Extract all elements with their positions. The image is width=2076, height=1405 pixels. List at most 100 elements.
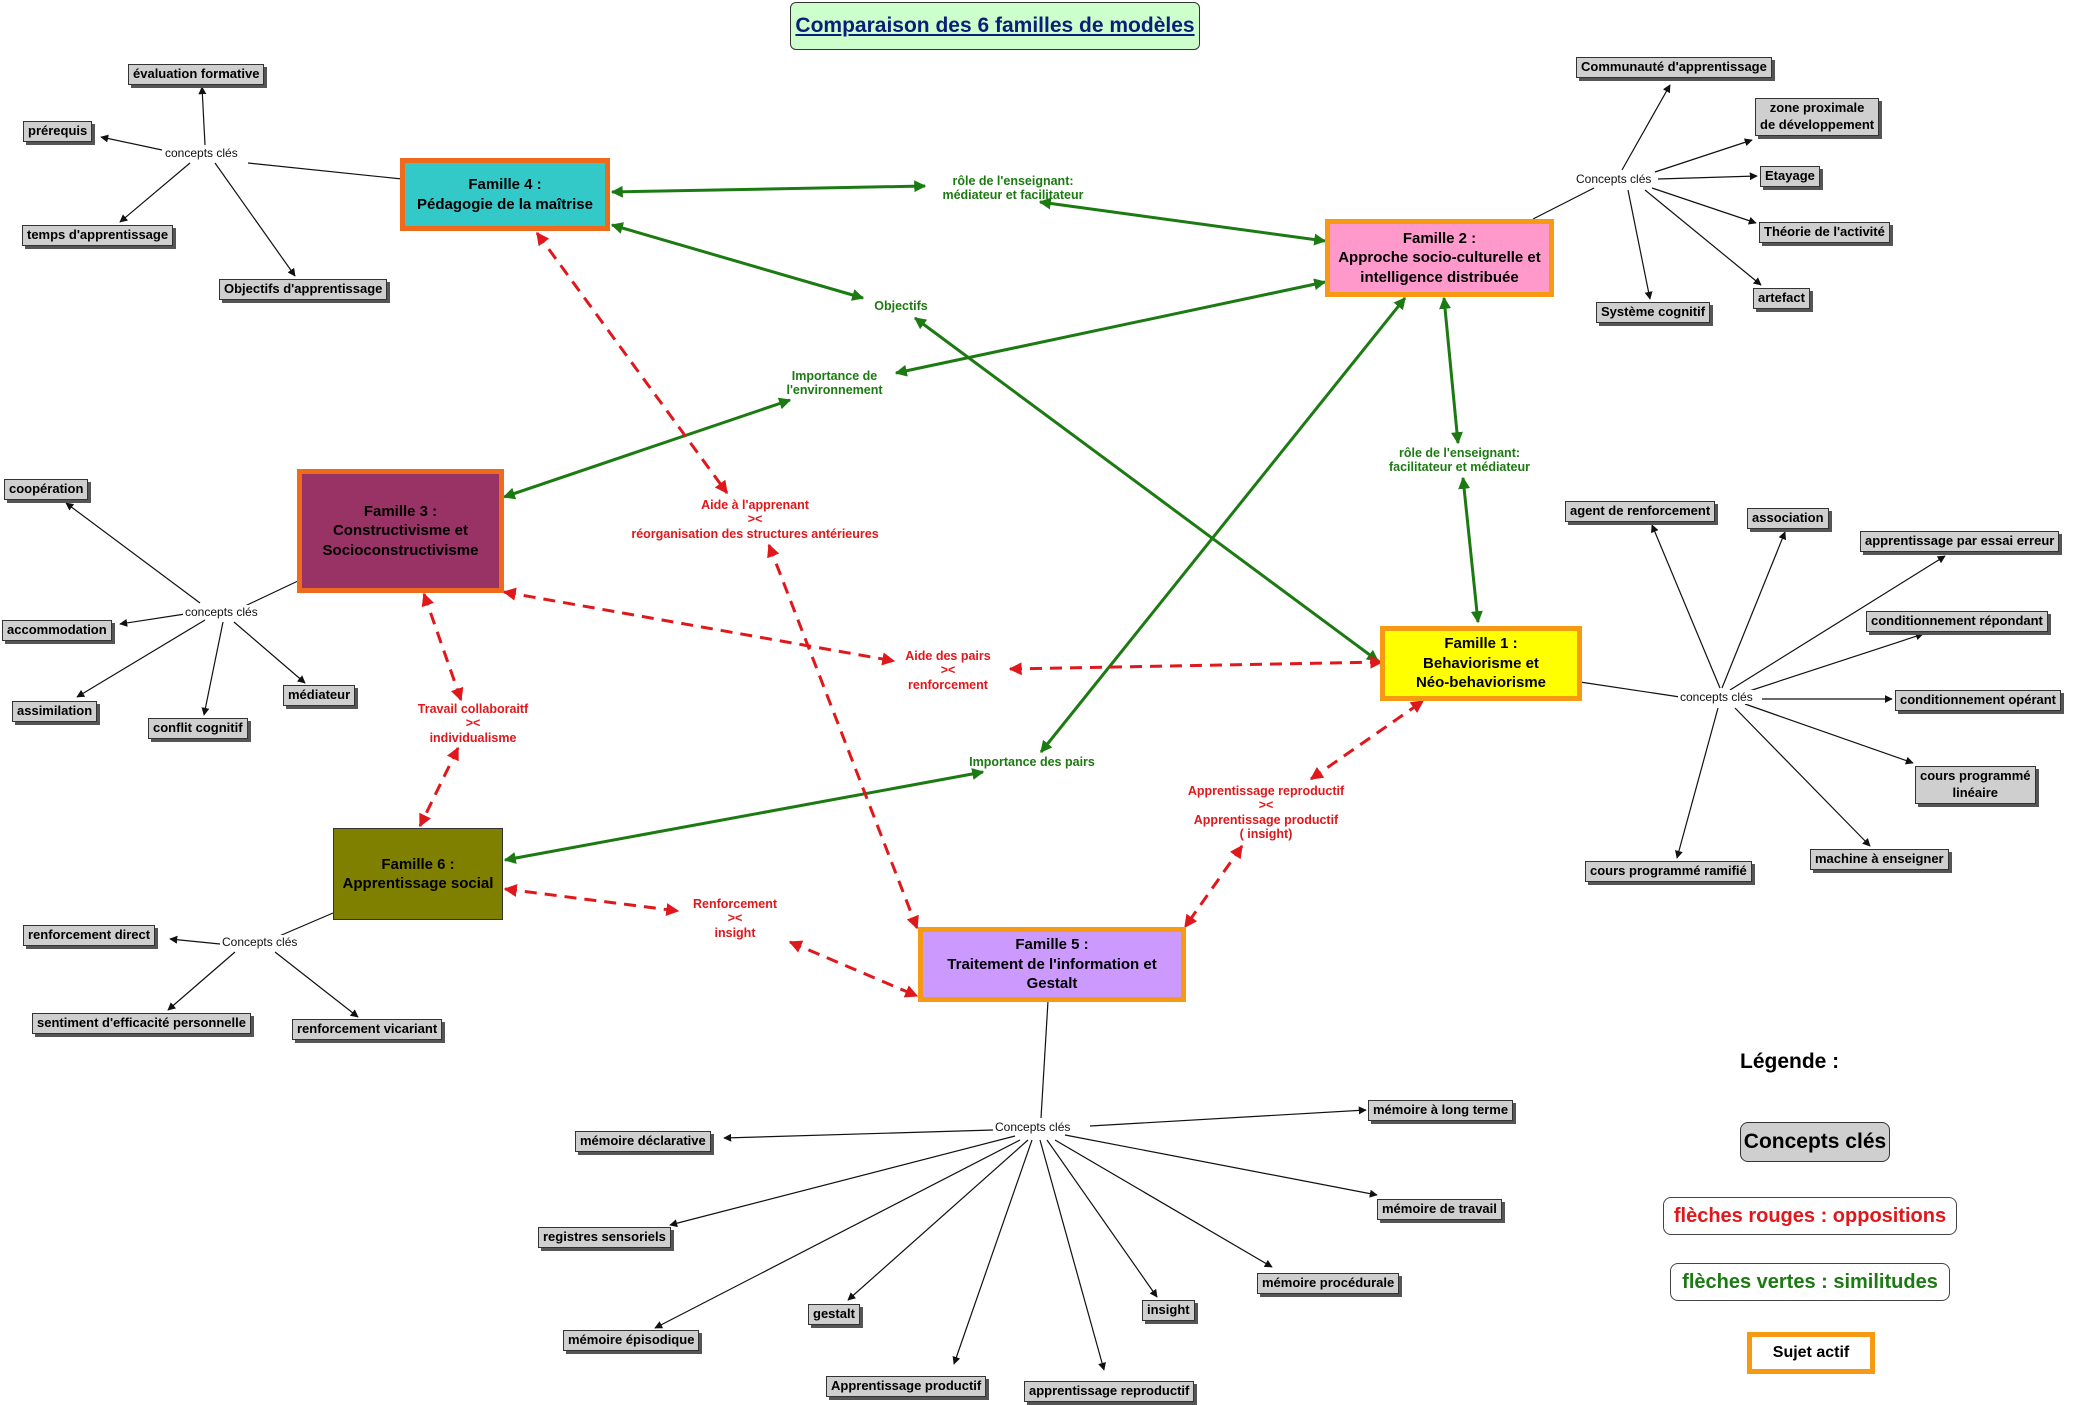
green-arrow bbox=[1439, 296, 1463, 445]
concept-temps-apprentissage[interactable]: temps d'apprentissage bbox=[22, 225, 174, 246]
concept-arrow bbox=[1039, 1139, 1106, 1371]
concept-evaluation-formative[interactable]: évaluation formative bbox=[128, 64, 265, 85]
concept-arrow bbox=[1064, 1134, 1378, 1198]
concept-memoire-episodique[interactable]: mémoire épisodique bbox=[563, 1330, 700, 1351]
legend-concepts: Concepts clés bbox=[1740, 1122, 1890, 1162]
concept-arrow bbox=[1621, 84, 1671, 171]
concept-arrow bbox=[654, 1139, 1021, 1329]
concept-arrow bbox=[201, 621, 224, 716]
concept-arrow bbox=[1657, 172, 1758, 181]
concept-arrow bbox=[1734, 707, 1871, 847]
concept-memoire-long-terme[interactable]: mémoire à long terme bbox=[1368, 1100, 1514, 1121]
concept-arrow bbox=[1089, 1106, 1367, 1127]
concept-cooperation[interactable]: coopération bbox=[4, 479, 89, 500]
concept-arrow bbox=[167, 951, 236, 1011]
concept-apprentissage-productif[interactable]: Apprentissage productif bbox=[826, 1376, 987, 1397]
connector-line bbox=[1579, 681, 1681, 698]
concept-arrow bbox=[1739, 632, 1924, 695]
green-arrow bbox=[503, 768, 985, 864]
family-5-box[interactable]: Famille 5 : Traitement de l'information … bbox=[918, 927, 1186, 1002]
concept-agent-renforcement[interactable]: agent de renforcement bbox=[1565, 501, 1716, 522]
connector-line bbox=[247, 162, 403, 180]
hub-concepts-f1: concepts clés bbox=[1678, 690, 1755, 704]
concept-zone-proximale[interactable]: zone proximale de développement bbox=[1755, 98, 1880, 136]
concept-renforcement-direct[interactable]: renforcement direct bbox=[23, 925, 156, 946]
concept-machine-enseigner[interactable]: machine à enseigner bbox=[1810, 849, 1949, 870]
link-label-role-enseignant-2: rôle de l'enseignant: facilitateur et mé… bbox=[1388, 446, 1530, 475]
concept-association[interactable]: association bbox=[1747, 508, 1829, 529]
concept-cours-programme-lineaire[interactable]: cours programmé linéaire bbox=[1915, 766, 2036, 804]
concept-systeme-cognitif[interactable]: Système cognitif bbox=[1596, 302, 1711, 323]
hub-concepts-f5: Concepts clés bbox=[993, 1120, 1073, 1134]
link-label-role-enseignant-1: rôle de l'enseignant: médiateur et facil… bbox=[942, 174, 1084, 203]
concept-arrow bbox=[1651, 524, 1721, 689]
concept-assimilation[interactable]: assimilation bbox=[12, 701, 98, 722]
concept-arrow bbox=[1651, 187, 1757, 225]
concept-efficacite-personnelle[interactable]: sentiment d'efficacité personnelle bbox=[32, 1013, 251, 1034]
concept-arrow bbox=[723, 1129, 994, 1142]
green-arrow bbox=[1039, 297, 1407, 753]
concept-arrow bbox=[119, 162, 191, 223]
concept-renforcement-vicariant[interactable]: renforcement vicariant bbox=[292, 1019, 443, 1040]
concept-accommodation[interactable]: accommodation bbox=[2, 620, 112, 641]
green-arrow bbox=[1038, 197, 1327, 246]
green-arrow bbox=[914, 316, 1379, 663]
green-arrow bbox=[894, 278, 1327, 377]
family-6-box[interactable]: Famille 6 : Apprentissage social bbox=[333, 828, 503, 920]
concept-arrow bbox=[847, 1139, 1029, 1301]
green-arrow bbox=[610, 180, 927, 198]
concept-memoire-procedurale[interactable]: mémoire procédurale bbox=[1257, 1273, 1400, 1294]
concept-arrow bbox=[274, 951, 359, 1018]
red-arrow bbox=[535, 231, 729, 495]
concept-arrow bbox=[1654, 138, 1753, 173]
concept-communaute-apprentissage[interactable]: Communauté d'apprentissage bbox=[1576, 57, 1772, 78]
legend-title: Légende : bbox=[1740, 1050, 1840, 1073]
link-label-travail-collaboratif: Travail collaboraitf >< individualisme bbox=[417, 702, 529, 745]
red-arrow bbox=[503, 884, 680, 916]
link-label-environnement: Importance de l'environnement bbox=[786, 369, 883, 398]
red-arrow bbox=[1309, 699, 1425, 781]
concept-arrow bbox=[1675, 707, 1719, 859]
concept-arrow bbox=[198, 86, 207, 146]
family-1-box[interactable]: Famille 1 : Behaviorisme et Néo-behavior… bbox=[1380, 626, 1582, 701]
concept-arrow bbox=[233, 621, 306, 684]
green-arrow bbox=[610, 222, 865, 301]
concept-apprentissage-reproductif[interactable]: apprentissage reproductif bbox=[1024, 1381, 1195, 1402]
connector-line bbox=[1040, 1000, 1049, 1119]
page-title: Comparaison des 6 familles de modèles bbox=[790, 2, 1200, 50]
concept-cours-programme-ramifie[interactable]: cours programmé ramifié bbox=[1585, 861, 1752, 882]
link-label-objectifs: Objectifs bbox=[874, 299, 928, 313]
concept-memoire-declarative[interactable]: mémoire déclarative bbox=[575, 1131, 711, 1152]
concept-arrow bbox=[214, 162, 296, 277]
family-3-box[interactable]: Famille 3 : Constructivisme et Sociocons… bbox=[297, 469, 504, 593]
red-arrow bbox=[788, 940, 919, 998]
green-arrow bbox=[1458, 476, 1483, 624]
concept-conditionnement-operant[interactable]: conditionnement opérant bbox=[1895, 690, 2061, 711]
concept-arrow bbox=[169, 935, 221, 945]
concept-conditionnement-repondant[interactable]: conditionnement répondant bbox=[1866, 611, 2048, 632]
concept-etayage[interactable]: Etayage bbox=[1760, 166, 1820, 187]
concept-memoire-travail[interactable]: mémoire de travail bbox=[1377, 1199, 1502, 1220]
concept-conflit-cognitif[interactable]: conflit cognitif bbox=[148, 718, 248, 739]
concept-artefact[interactable]: artefact bbox=[1753, 288, 1810, 309]
green-arrow bbox=[502, 397, 792, 500]
red-arrow bbox=[502, 587, 896, 666]
hub-concepts-f3: concepts clés bbox=[183, 605, 260, 619]
concept-theorie-activite[interactable]: Théorie de l'activité bbox=[1759, 222, 1890, 243]
hub-concepts-f4: concepts clés bbox=[163, 146, 240, 160]
concept-essai-erreur[interactable]: apprentissage par essai erreur bbox=[1860, 531, 2060, 552]
link-label-importance-pairs: Importance des pairs bbox=[969, 755, 1095, 769]
concept-objectifs-apprentissage[interactable]: Objectifs d'apprentissage bbox=[219, 279, 388, 300]
legend-green-arrows: flèches vertes : similitudes bbox=[1670, 1263, 1950, 1301]
concept-gestalt[interactable]: gestalt bbox=[808, 1304, 860, 1325]
concept-arrow bbox=[1721, 531, 1787, 689]
concept-insight[interactable]: insight bbox=[1142, 1300, 1195, 1321]
concept-arrow bbox=[1054, 1139, 1273, 1268]
concept-prerequis[interactable]: prérequis bbox=[23, 121, 93, 142]
concept-mediateur[interactable]: médiateur bbox=[283, 685, 356, 706]
family-2-box[interactable]: Famille 2 : Approche socio-culturelle et… bbox=[1325, 219, 1554, 297]
red-arrow bbox=[767, 543, 919, 930]
family-4-box[interactable]: Famille 4 : Pédagogie de la maîtrise bbox=[400, 158, 610, 231]
concept-registres-sensoriels[interactable]: registres sensoriels bbox=[538, 1227, 671, 1248]
